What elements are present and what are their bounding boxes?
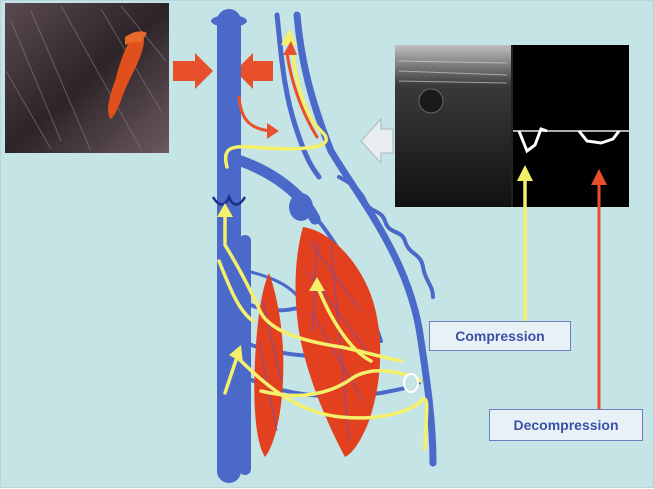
compression-label: Compression xyxy=(429,321,571,351)
color-doppler-image xyxy=(5,3,169,153)
decompression-label: Decompression xyxy=(489,409,643,441)
probe-direction-arrow xyxy=(361,119,393,163)
probe-marker xyxy=(404,374,418,392)
